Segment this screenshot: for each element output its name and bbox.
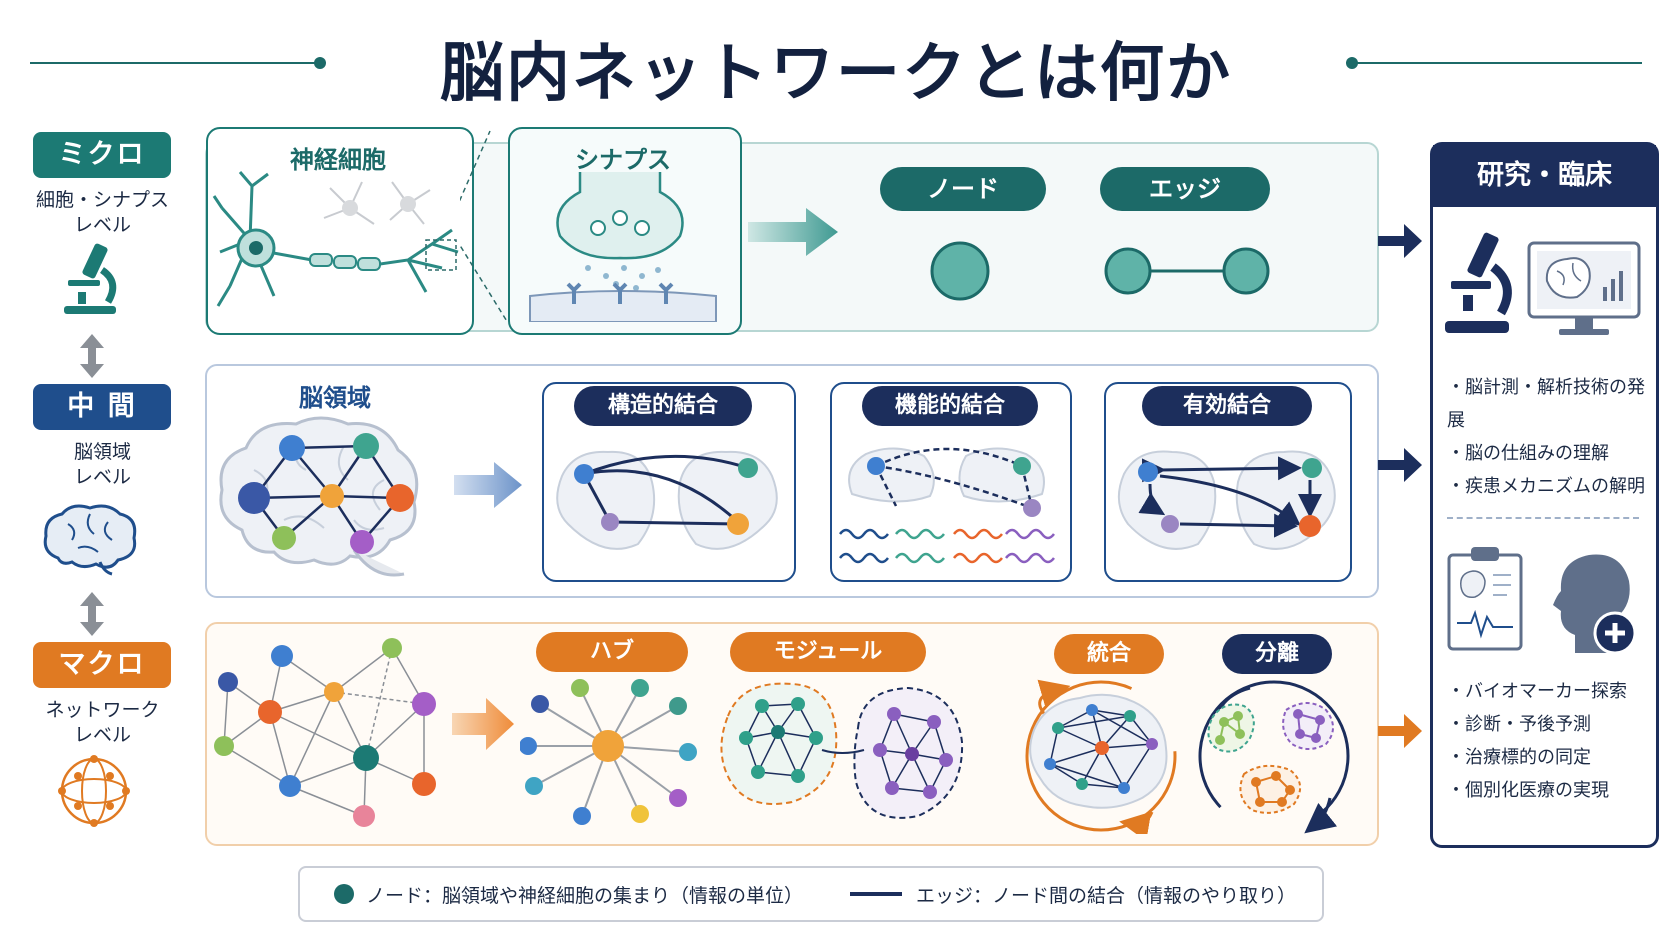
- research-item-2: 脳の仕組みの理解: [1447, 437, 1656, 470]
- hub-illustration: [520, 679, 697, 825]
- effective-brain: [1117, 450, 1336, 550]
- module-pill: モジュール: [730, 632, 926, 672]
- research-item-3: 疾患メカニズムの解明: [1447, 470, 1656, 503]
- neuron-illustration: [212, 171, 459, 307]
- side-divider: [1447, 517, 1639, 519]
- arrow-meso-inner: [454, 462, 522, 508]
- level-sub-meso-1: 脳領域: [73, 441, 131, 463]
- monitor-icon: [1527, 241, 1641, 335]
- clinical-item-2: 診断・予後予測: [1447, 708, 1627, 741]
- segregation-illustration: [1198, 680, 1350, 834]
- arrow-to-research-2: [1378, 448, 1422, 482]
- title-rule-right: [1352, 62, 1642, 64]
- level-badge-meso: 中 間: [33, 384, 171, 430]
- legend-node-text: ノード：脳領域や神経細胞の集まり（情報の単位）: [366, 885, 804, 907]
- research-clinical-title: 研究・臨床: [1433, 145, 1656, 207]
- clinical-item-3: 治療標的の同定: [1447, 741, 1627, 774]
- synapse-label: シナプス: [575, 146, 671, 174]
- level-arrow-1: [80, 334, 104, 378]
- edge-symbol: [1104, 247, 1270, 295]
- functional-brain: [839, 447, 1055, 564]
- macro-network: [214, 638, 436, 827]
- legend-edge-text: エッジ：ノード間の結合（情報のやり取り）: [916, 885, 1297, 907]
- title-rule-left: [30, 62, 320, 64]
- arrow-macro-inner: [452, 698, 514, 750]
- module-illustration: [720, 682, 964, 819]
- arrow-micro-inner: [748, 208, 838, 256]
- legend-edge-symbol: [850, 892, 902, 896]
- integration-illustration: [1025, 679, 1177, 834]
- level-badge-macro: マクロ: [33, 642, 171, 688]
- page-title: 脳内ネットワークとは何か: [440, 37, 1232, 111]
- effective-pill: 有効結合: [1142, 386, 1312, 426]
- hub-pill: ハブ: [536, 632, 688, 672]
- patient-icon: [1553, 554, 1637, 655]
- node-pill: ノード: [880, 167, 1046, 211]
- legend-node-symbol: [334, 884, 354, 904]
- level-sub-micro-2: レベル: [73, 214, 131, 236]
- legend: ノード：脳領域や神経細胞の集まり（情報の単位） エッジ：ノード間の結合（情報のや…: [298, 866, 1324, 922]
- synapse-illustration: [529, 172, 717, 322]
- title-dot-left: [314, 57, 326, 69]
- arrow-to-research-3: [1378, 714, 1422, 748]
- level-badge-micro: ミクロ: [33, 132, 171, 178]
- microscope-icon: [1445, 232, 1512, 333]
- arrow-to-research-1: [1378, 224, 1422, 258]
- microscope-icon: [64, 243, 117, 314]
- structural-brain: [556, 450, 778, 550]
- level-sub-meso-2: レベル: [73, 466, 131, 488]
- level-sub-macro-1: ネットワーク: [45, 699, 160, 721]
- level-arrow-2: [80, 592, 104, 636]
- network-sphere-icon: [58, 755, 130, 827]
- research-item-1: 脳計測・解析技術の発展: [1447, 371, 1656, 437]
- integration-pill: 統合: [1054, 634, 1164, 674]
- node-symbol: [930, 241, 990, 301]
- level-sub-macro-2: レベル: [73, 724, 131, 746]
- neuron-label: 神経細胞: [290, 146, 386, 174]
- region-label: 脳領域: [299, 384, 371, 412]
- research-clinical-panel: 研究・臨床 脳計測・解析技術の発展 脳の仕組みの理解 疾患メカニズムの解明 バイ…: [1430, 142, 1659, 848]
- clinical-item-1: バイオマーカー探索: [1447, 675, 1627, 708]
- clinical-item-4: 個別化医療の実現: [1447, 774, 1627, 807]
- structural-pill: 構造的結合: [574, 386, 752, 426]
- level-sub-micro-1: 細胞・シナプス: [35, 189, 169, 211]
- edge-pill: エッジ: [1100, 167, 1270, 211]
- brain-icon: [43, 504, 137, 576]
- clipboard-icon: [1447, 547, 1523, 651]
- functional-pill: 機能的結合: [862, 386, 1038, 426]
- region-brain-network: [219, 416, 419, 577]
- segregation-pill: 分離: [1222, 634, 1332, 674]
- zoom-lines: [460, 130, 509, 324]
